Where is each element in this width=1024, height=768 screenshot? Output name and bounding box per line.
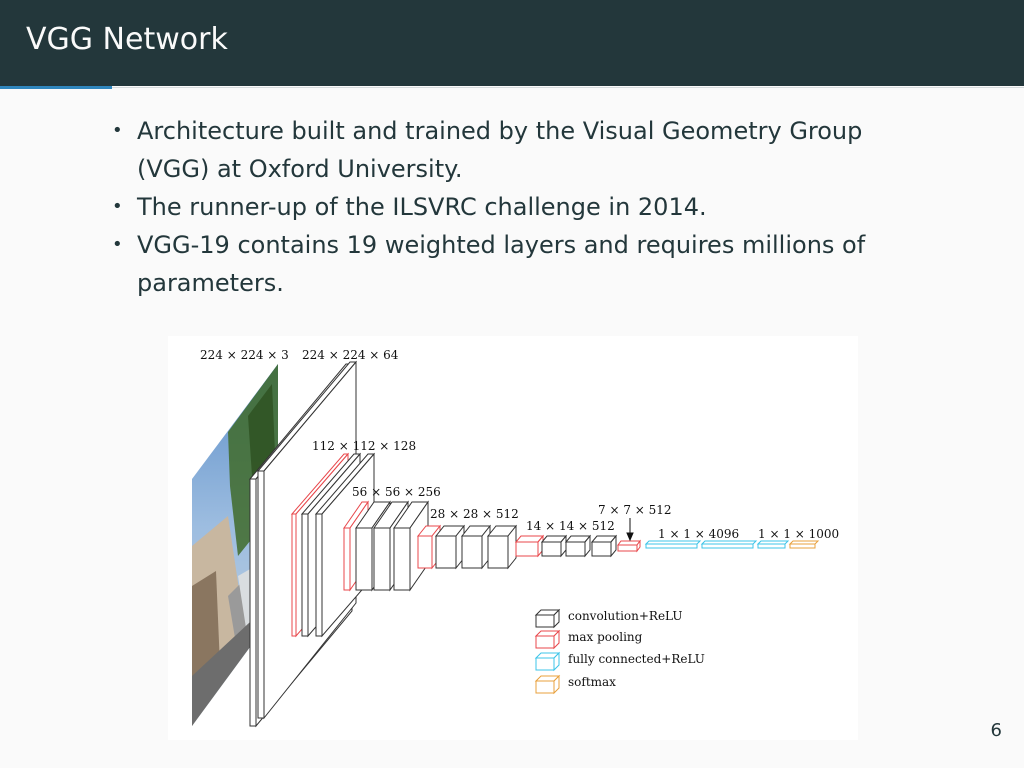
pool5-layer xyxy=(617,539,641,553)
softmax-layer xyxy=(788,540,820,549)
dim-label-fc: 1 × 1 × 4096 xyxy=(658,527,739,541)
dim-label-block3: 56 × 56 × 256 xyxy=(352,485,441,499)
legend-item-conv: convolution+ReLU xyxy=(534,608,682,629)
block5-layers xyxy=(514,534,618,558)
block4-layers xyxy=(416,524,518,570)
vgg-architecture-diagram: 224 × 224 × 3 224 × 224 × 64 112 × 112 ×… xyxy=(168,336,858,740)
legend-label-softmax: softmax xyxy=(568,675,616,689)
dim-label-block1: 224 × 224 × 64 xyxy=(302,348,399,362)
bullet-item: •Architecture built and trained by the V… xyxy=(112,112,912,188)
bullet-list: •Architecture built and trained by the V… xyxy=(112,112,912,302)
block3-layers xyxy=(343,500,429,592)
legend-label-conv: convolution+ReLU xyxy=(568,609,682,623)
legend-swatch-pool xyxy=(534,629,561,650)
dim-label-pool5: 7 × 7 × 512 xyxy=(598,503,672,517)
title-bar: VGG Network xyxy=(0,0,1024,86)
legend-label-pool: max pooling xyxy=(568,630,643,644)
legend: convolution+ReLU max pooling fully conne… xyxy=(534,608,705,695)
dim-label-softmax: 1 × 1 × 1000 xyxy=(758,527,839,541)
bullet-dot-icon: • xyxy=(112,196,123,217)
dim-label-block4: 28 × 28 × 512 xyxy=(430,507,519,521)
legend-swatch-conv xyxy=(534,608,561,629)
bullet-item: •VGG-19 contains 19 weighted layers and … xyxy=(112,226,912,302)
pool5-arrow xyxy=(626,518,634,542)
bullet-dot-icon: • xyxy=(112,120,123,141)
legend-swatch-fc xyxy=(534,651,561,672)
dim-label-input: 224 × 224 × 3 xyxy=(200,348,289,362)
page-number: 6 xyxy=(990,720,1002,741)
legend-item-softmax: softmax xyxy=(534,674,616,695)
bullet-dot-icon: • xyxy=(112,234,123,255)
dim-label-block5: 14 × 14 × 512 xyxy=(526,519,615,533)
bullet-item: •The runner-up of the ILSVRC challenge i… xyxy=(112,188,912,226)
dim-label-block2: 112 × 112 × 128 xyxy=(312,439,416,453)
legend-item-fc: fully connected+ReLU xyxy=(534,651,705,672)
title-accent-bar xyxy=(0,86,112,89)
fc-layers xyxy=(644,540,790,549)
legend-swatch-softmax xyxy=(534,674,561,695)
slide-title: VGG Network xyxy=(26,22,228,57)
legend-label-fc: fully connected+ReLU xyxy=(568,652,705,666)
title-divider xyxy=(112,87,1024,88)
legend-item-pool: max pooling xyxy=(534,629,643,650)
vgg-diagram-svg: 224 × 224 × 3 224 × 224 × 64 112 × 112 ×… xyxy=(192,348,839,728)
